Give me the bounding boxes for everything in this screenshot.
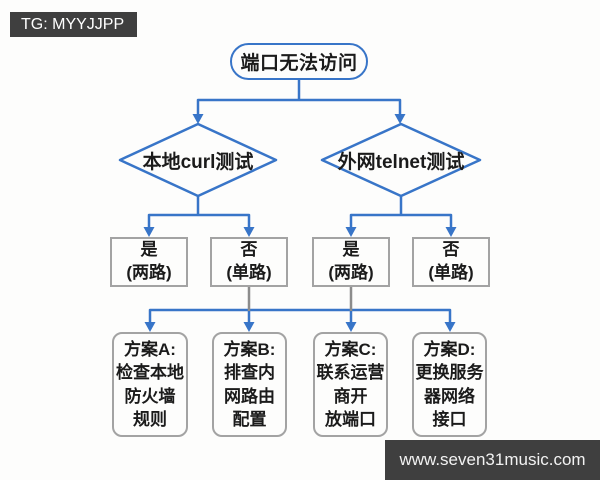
plan-box-a: 方案A: 检查本地 防火墙 规则 [112, 332, 188, 437]
tg-badge: TG: MYYJJPP [10, 12, 137, 37]
watermark-badge: www.seven31music.com [385, 440, 600, 480]
decision-telnet-label: 外网telnet测试 [337, 151, 465, 173]
decision-local-curl-label: 本地curl测试 [142, 151, 254, 173]
decision-diamond-shapes [118, 122, 482, 198]
plan-box-c: 方案C: 联系运营 商开 放端口 [313, 332, 388, 437]
diamond-telnet [320, 122, 482, 198]
result-box-yes-left: 是 (两路) [110, 237, 188, 287]
blue-connector-lines [147, 80, 453, 322]
arrowhead-icons [143, 114, 457, 332]
plan-box-d: 方案D: 更换服务 器网络 接口 [412, 332, 487, 437]
diamond-local-curl [118, 122, 278, 198]
plan-box-b: 方案B: 排查内 网路由 配置 [212, 332, 287, 437]
result-box-no-right: 否 (单路) [412, 237, 490, 287]
start-node: 端口无法访问 [230, 43, 368, 80]
result-box-no-left: 否 (单路) [210, 237, 288, 287]
result-box-yes-right: 是 (两路) [312, 237, 390, 287]
gray-connector-lines [247, 287, 353, 311]
